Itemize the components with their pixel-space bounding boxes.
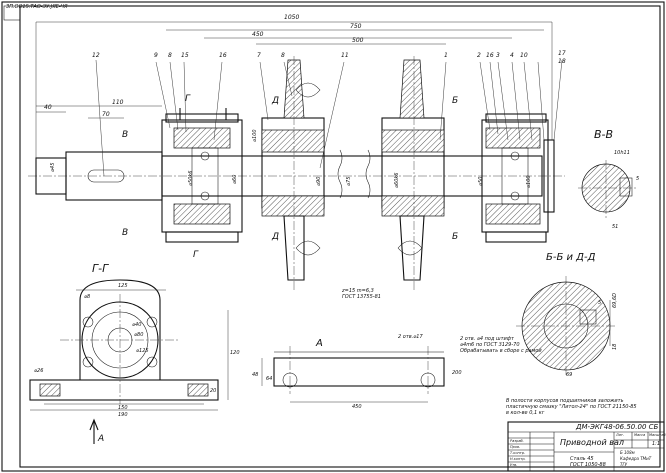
left-housing-top-section bbox=[173, 127, 231, 149]
left-housing-flange bbox=[165, 113, 239, 123]
callout-leaders bbox=[95, 59, 563, 177]
right-gear-upper-section bbox=[381, 129, 445, 153]
view-a bbox=[261, 346, 445, 403]
section-vv bbox=[578, 160, 636, 218]
left-bearing bbox=[191, 147, 219, 205]
keyway bbox=[87, 169, 125, 183]
section-gg bbox=[29, 279, 229, 444]
left-bearing-ball-top bbox=[200, 151, 210, 161]
gg-bolt-hole-4 bbox=[146, 356, 158, 368]
break-line-left bbox=[337, 149, 343, 199]
vv-keyway-slot bbox=[619, 177, 633, 197]
a-plate bbox=[273, 357, 445, 387]
right-end-cap bbox=[543, 139, 555, 213]
left-housing-bottom-section bbox=[173, 203, 231, 225]
right-bearing bbox=[501, 147, 529, 205]
gg-foot-right bbox=[187, 383, 209, 397]
right-bearing-ball-bottom bbox=[510, 191, 520, 201]
gg-body bbox=[79, 279, 161, 380]
left-bearing-ball-bottom bbox=[200, 191, 210, 201]
right-gear-tooth-bottom bbox=[399, 215, 425, 281]
bb-keyway bbox=[579, 309, 597, 325]
gg-bolt-hole-3 bbox=[82, 356, 94, 368]
left-gear-tooth-bottom bbox=[283, 215, 305, 281]
right-gear-tooth-top bbox=[399, 59, 425, 119]
gg-base bbox=[29, 379, 219, 401]
left-gear-lower-section bbox=[261, 195, 325, 217]
right-housing-flange bbox=[485, 113, 547, 123]
right-gear-lower-section bbox=[381, 195, 445, 217]
drawing-border bbox=[19, 5, 661, 468]
code-stamp-box bbox=[3, 5, 21, 21]
right-housing-foot bbox=[485, 231, 547, 243]
gg-bolt-hole-1 bbox=[82, 316, 94, 328]
left-housing-foot bbox=[165, 231, 239, 243]
left-gear-profile-top bbox=[295, 82, 321, 98]
right-bearing-ball-top bbox=[510, 151, 520, 161]
gg-bolt-hole-2 bbox=[146, 316, 158, 328]
title-block bbox=[507, 421, 665, 472]
title-block-frame bbox=[507, 421, 665, 472]
right-gear-profile-bottom bbox=[397, 240, 423, 256]
gg-foot-left bbox=[39, 383, 61, 397]
code-stamp: ЗП.ОО15.ТАО-ЭУ.ЈЯЕ-ЧЯ bbox=[6, 4, 68, 10]
section-bb bbox=[516, 276, 616, 376]
left-gear-profile-bottom bbox=[295, 240, 321, 256]
main-view bbox=[28, 21, 565, 290]
left-gear-upper-section bbox=[261, 129, 325, 153]
right-housing-bottom-section bbox=[485, 203, 541, 225]
break-line-right bbox=[365, 149, 371, 199]
